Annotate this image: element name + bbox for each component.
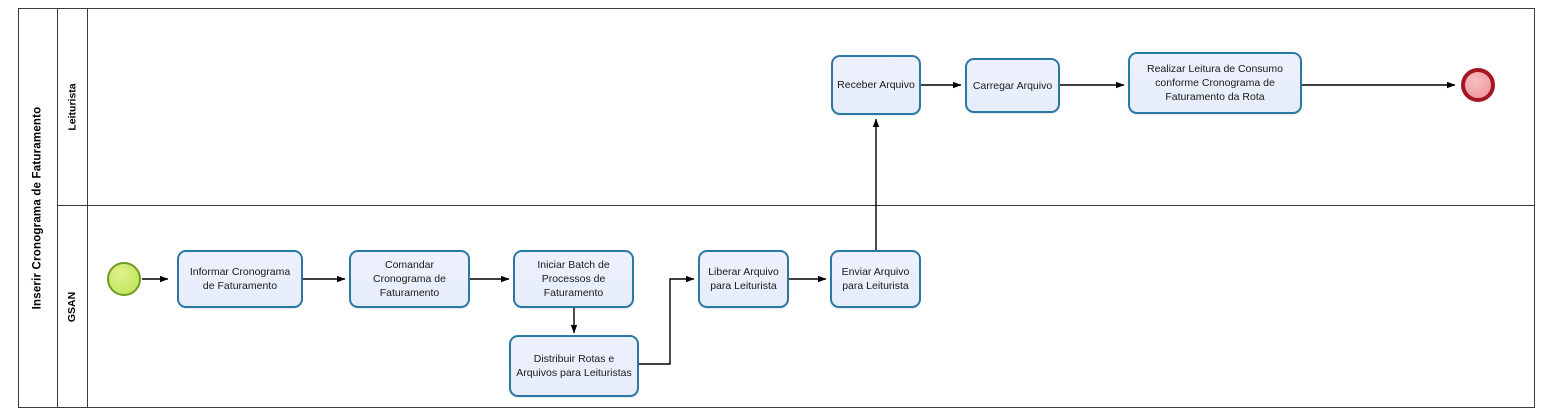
- task-distribuir-rotas-label: Distribuir Rotas e Arquivos para Leituri…: [516, 353, 632, 379]
- lane-label-leiturista-text: Leiturista: [66, 82, 79, 131]
- task-liberar-arquivo[interactable]: Liberar Arquivo para Leiturista: [698, 250, 789, 308]
- task-enviar-arquivo-label: Enviar Arquivo para Leiturista: [841, 266, 910, 292]
- task-comandar-cronograma-label: Comandar Cronograma de Faturamento: [373, 259, 446, 299]
- task-comandar-cronograma[interactable]: Comandar Cronograma de Faturamento: [349, 250, 470, 308]
- task-realizar-leitura[interactable]: Realizar Leitura de Consumo conforme Cro…: [1128, 52, 1302, 114]
- lane-label-gsan-text: GSAN: [66, 291, 79, 322]
- task-enviar-arquivo[interactable]: Enviar Arquivo para Leiturista: [830, 250, 921, 308]
- task-liberar-arquivo-label: Liberar Arquivo para Leiturista: [708, 266, 779, 292]
- task-distribuir-rotas[interactable]: Distribuir Rotas e Arquivos para Leituri…: [509, 335, 639, 397]
- task-receber-arquivo-label: Receber Arquivo: [837, 79, 915, 91]
- task-iniciar-batch-label: Iniciar Batch de Processos de Faturament…: [537, 259, 610, 299]
- end-event[interactable]: [1461, 68, 1495, 102]
- task-informar-cronograma-label: Informar Cronograma de Faturamento: [189, 266, 291, 292]
- task-carregar-arquivo-label: Carregar Arquivo: [972, 79, 1053, 92]
- task-receber-arquivo[interactable]: Receber Arquivo: [831, 55, 921, 115]
- lane-label-leiturista: Leiturista: [58, 8, 88, 205]
- lane-label-gsan: GSAN: [58, 205, 88, 408]
- task-iniciar-batch[interactable]: Iniciar Batch de Processos de Faturament…: [513, 250, 634, 308]
- task-carregar-arquivo[interactable]: Carregar Arquivo: [965, 58, 1060, 113]
- pool-label-column: Inserir Cronograma de Faturamento: [18, 8, 58, 408]
- start-event[interactable]: [107, 262, 141, 296]
- lane-divider: [58, 205, 1535, 206]
- pool-frame: [18, 8, 1535, 408]
- task-realizar-leitura-label: Realizar Leitura de Consumo conforme Cro…: [1147, 63, 1283, 103]
- pool-title: Inserir Cronograma de Faturamento: [31, 106, 44, 310]
- task-informar-cronograma[interactable]: Informar Cronograma de Faturamento: [177, 250, 303, 308]
